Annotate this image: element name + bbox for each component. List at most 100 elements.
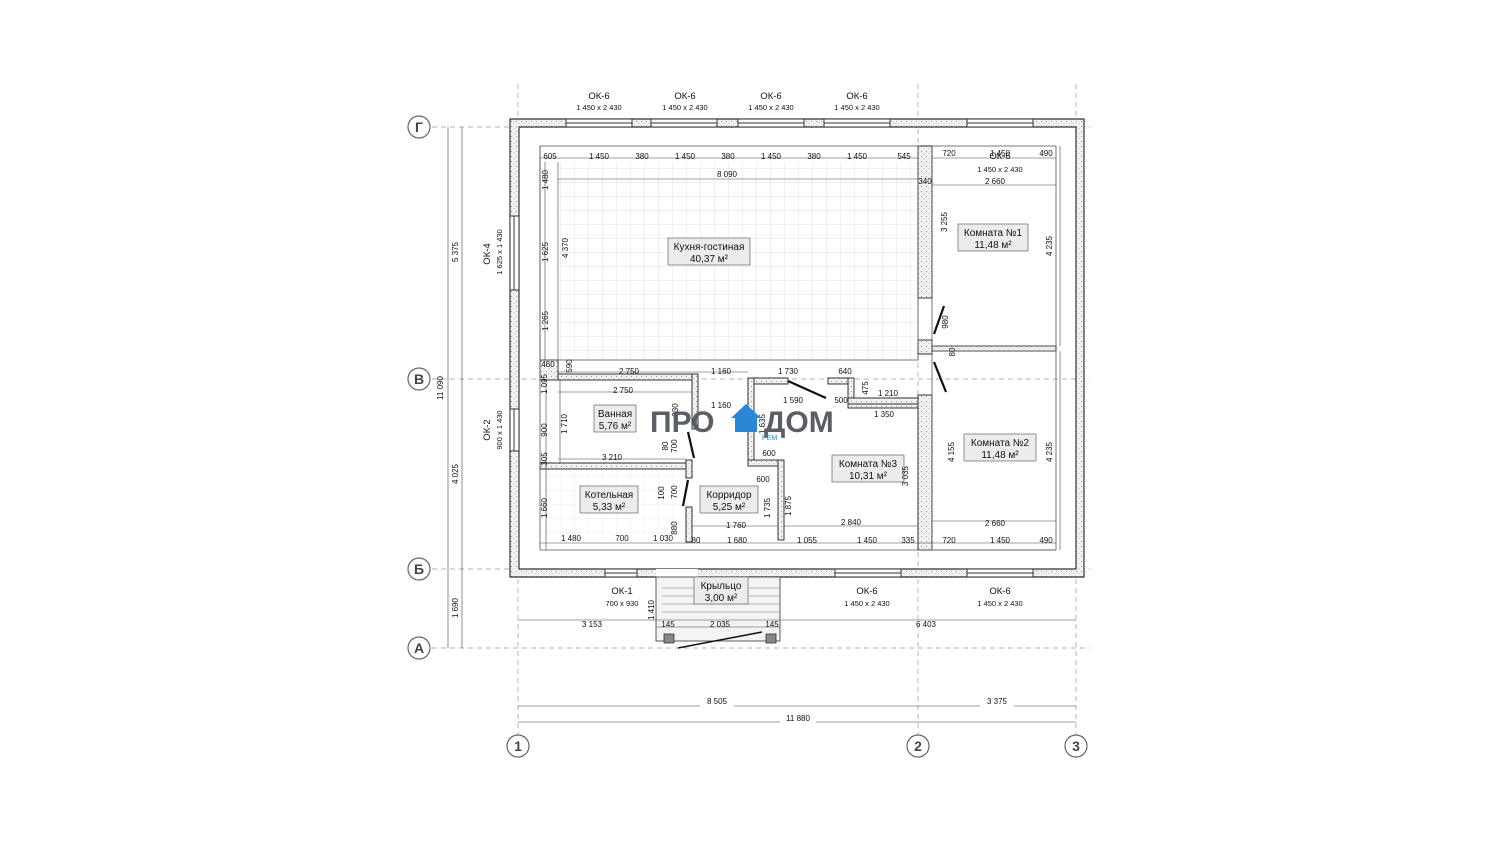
dim-label: 1 635 (758, 413, 767, 434)
window-mark: ОК-1 (611, 586, 632, 597)
window-size: 1 450 x 2 430 (977, 165, 1022, 174)
dims-interior-misc: 930 80 700 3 210 100 700 880 1 635 600 6… (602, 403, 910, 535)
dim-label: 500 (834, 396, 848, 405)
window-size: 700 x 930 (606, 599, 639, 608)
brand-logo-left: ПРО (650, 406, 715, 439)
dim-label: 11 880 (786, 714, 810, 723)
axis-label-col: 1 (514, 738, 522, 754)
dims-porch: 1 410 145 2 035 145 3 153 6 403 (582, 599, 937, 629)
dim-label: 930 (671, 403, 680, 417)
room-name-room2: Комната №2 (971, 438, 1030, 449)
window-size: 1 450 x 2 430 (977, 599, 1022, 608)
dim-label: 1 480 (541, 169, 550, 190)
axis-label-row: В (414, 371, 424, 387)
dim-label: 4 235 (1045, 235, 1054, 256)
dim-label: 605 (543, 152, 557, 161)
dim-label: 1 350 (874, 410, 895, 419)
dim-label: 4 025 (451, 463, 460, 484)
dim-label: 460 (541, 360, 555, 369)
window-mark: ОК-6 (989, 586, 1010, 597)
window-mark: ОК-6 (588, 91, 609, 102)
window-mark: ОК-4 (482, 243, 493, 264)
window-mark: ОК-6 (674, 91, 695, 102)
window-size: 1 450 x 2 430 (834, 103, 879, 112)
dim-label: 980 (941, 315, 950, 329)
dim-label: 1 450 (589, 152, 610, 161)
dim-label: 305 (540, 452, 549, 466)
dim-label: 4 370 (561, 237, 570, 258)
wall-windows (509, 118, 1034, 578)
dim-label: 335 (901, 536, 915, 545)
dim-label: 1 875 (784, 495, 793, 516)
dim-label: 720 (942, 149, 956, 158)
dim-label: 2 750 (619, 367, 640, 376)
house-icon (731, 404, 761, 432)
window-size: 1 450 x 2 430 (844, 599, 889, 608)
window-mark: ОК-6 (989, 151, 1010, 162)
dim-label: 600 (756, 475, 770, 484)
dim-label: 1 680 (727, 536, 748, 545)
room-name-kitchen: Кухня-гостиная (674, 242, 745, 253)
room-name-porch: Крыльцо (701, 581, 742, 592)
dim-label: 2 750 (613, 386, 634, 395)
room-area-room3: 10,31 м² (849, 471, 888, 482)
brand-logo-sub: РЕМ (762, 435, 777, 442)
dim-label: 1 760 (726, 521, 747, 530)
dims-top-row: 605 1 450 380 1 450 380 1 450 380 1 450 … (543, 149, 1053, 186)
brand-logo: ПРО ДОМ РЕМ (650, 404, 834, 442)
window-size: 1 625 x 1 430 (495, 229, 504, 274)
dim-label: 490 (1039, 149, 1053, 158)
room-name-boiler: Котельная (585, 490, 633, 501)
dim-label: 80 (661, 441, 670, 450)
room-name-room1: Комната №1 (964, 228, 1023, 239)
dim-label: 3 153 (582, 620, 603, 629)
dim-label: 2 840 (841, 518, 862, 527)
dims-bedrooms: 3 255 4 235 980 80 4 155 4 235 2 660 (940, 211, 1054, 528)
axis-label-row: Г (415, 119, 423, 135)
dim-label: 380 (635, 152, 649, 161)
window-mark: ОК-6 (760, 91, 781, 102)
window-mark: ОК-6 (856, 586, 877, 597)
room-area-boiler: 5,33 м² (593, 502, 626, 513)
window-size: 1 450 x 2 430 (662, 103, 707, 112)
dim-label: 380 (807, 152, 821, 161)
dim-label: 8 505 (707, 697, 728, 706)
dim-label: 3 035 (901, 465, 910, 486)
dim-label: 2 660 (985, 177, 1006, 186)
window-mark: ОК-6 (846, 91, 867, 102)
axis-markers (407, 115, 1088, 758)
dim-label: 490 (1039, 536, 1053, 545)
window-size: 1 450 x 2 430 (576, 103, 621, 112)
dim-label: 900 (540, 423, 549, 437)
dim-label: 4 235 (1045, 441, 1054, 462)
axis-label-row: А (414, 640, 424, 656)
dim-label: 1 160 (711, 367, 732, 376)
interior-walls (539, 145, 1057, 551)
dim-label: 1 030 (653, 534, 674, 543)
axis-label-col: 2 (914, 738, 922, 754)
dim-label: 1 055 (797, 536, 818, 545)
dim-label: 5 375 (451, 241, 460, 262)
dim-label: 600 (762, 449, 776, 458)
dim-label: 1 735 (763, 497, 772, 518)
dim-label: 1 265 (541, 310, 550, 331)
dim-label: 3 255 (940, 211, 949, 232)
dims-bath-row: 2 750 1 160 1 730 640 2 750 1 160 1 590 … (613, 367, 899, 419)
dim-label: 6 403 (916, 620, 937, 629)
window-mark: ОК-2 (482, 419, 493, 440)
dim-label: 145 (765, 620, 779, 629)
window-size: 900 x 1 430 (495, 410, 504, 449)
dim-label: 700 (670, 439, 679, 453)
dim-label: 3 375 (987, 697, 1008, 706)
room-name-corridor: Корридор (706, 490, 751, 501)
brand-logo-right: ДОМ (764, 406, 834, 439)
dim-label: 11 090 (436, 376, 445, 400)
room-area-bath: 5,76 м² (599, 421, 632, 432)
dim-label: 475 (861, 381, 870, 395)
dim-label: 1 590 (783, 396, 804, 405)
dim-label: 545 (897, 152, 911, 161)
room-area-corridor: 5,25 м² (713, 502, 746, 513)
axis-label-col: 3 (1072, 738, 1080, 754)
dim-label: 1 450 (761, 152, 782, 161)
dim-label: 145 (661, 620, 675, 629)
